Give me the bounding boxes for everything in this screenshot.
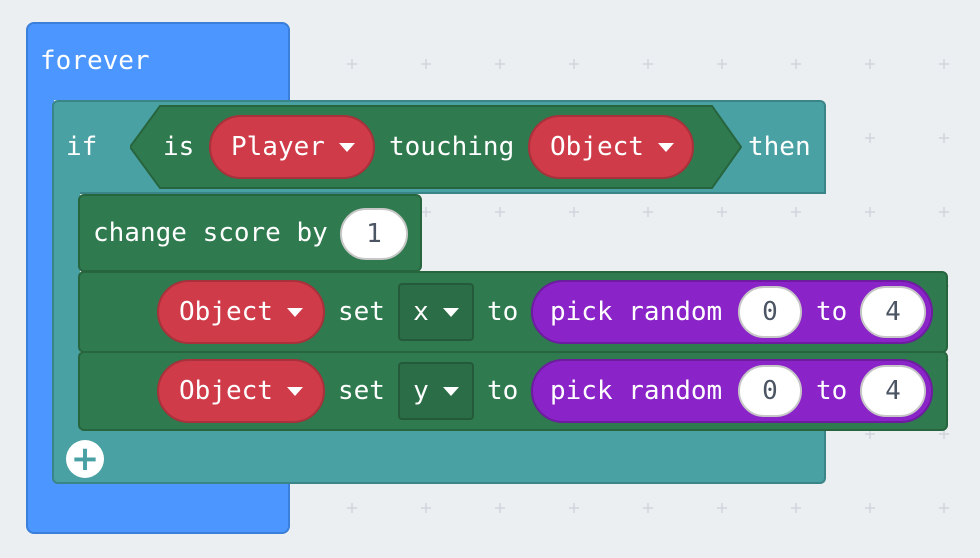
pick-random-label: pick random [550,297,723,327]
to-label: to [487,376,519,406]
change-score-label: change score by [93,218,328,248]
is-label: is [163,132,195,162]
random-y-max-value: 4 [885,376,901,406]
set-x-sprite-dropdown[interactable]: Object [157,280,325,344]
chevron-down-icon [286,307,303,317]
random-x-max-value: 4 [885,297,901,327]
random-x-min-value: 0 [762,297,778,327]
property-x-label: x [413,297,429,327]
object-sprite-dropdown[interactable]: Object [528,115,694,179]
touching-label: touching [389,132,515,162]
to-label: to [487,297,519,327]
forever-label: forever [40,46,150,76]
then-label: then [748,132,811,162]
player-sprite-label: Player [231,132,325,162]
random-y-min-value: 0 [762,376,778,406]
random-y-max-input[interactable]: 4 [860,365,926,417]
score-change-value: 1 [366,219,382,249]
if-block-footer [52,430,826,484]
random-x-min-input[interactable]: 0 [738,286,802,338]
property-y-dropdown[interactable]: y [398,362,474,420]
random-x-max-input[interactable]: 4 [860,286,926,338]
set-x-sprite-label: Object [179,297,273,327]
pick-random-label: pick random [550,376,723,406]
forever-block-footer [26,482,290,534]
random-y-min-input[interactable]: 0 [738,365,802,417]
chevron-down-icon [286,386,303,396]
score-change-input[interactable]: 1 [340,208,408,260]
set-y-sprite-dropdown[interactable]: Object [157,359,325,423]
set-label: set [338,376,385,406]
if-label: if [66,132,98,162]
property-x-dropdown[interactable]: x [398,283,474,341]
plus-icon: + [70,439,100,479]
player-sprite-dropdown[interactable]: Player [209,115,375,179]
chevron-down-icon [657,142,674,152]
plus-circle-icon[interactable]: + [66,440,104,478]
set-label: set [338,297,385,327]
property-y-label: y [413,376,429,406]
to-label: to [816,376,848,406]
set-y-sprite-label: Object [179,376,273,406]
if-block-body [52,192,80,432]
forever-block[interactable] [26,22,290,100]
chevron-down-icon [338,142,355,152]
chevron-down-icon [442,307,459,317]
to-label: to [816,297,848,327]
forever-block-body [26,98,54,488]
object-sprite-label: Object [550,132,644,162]
chevron-down-icon [442,386,459,396]
